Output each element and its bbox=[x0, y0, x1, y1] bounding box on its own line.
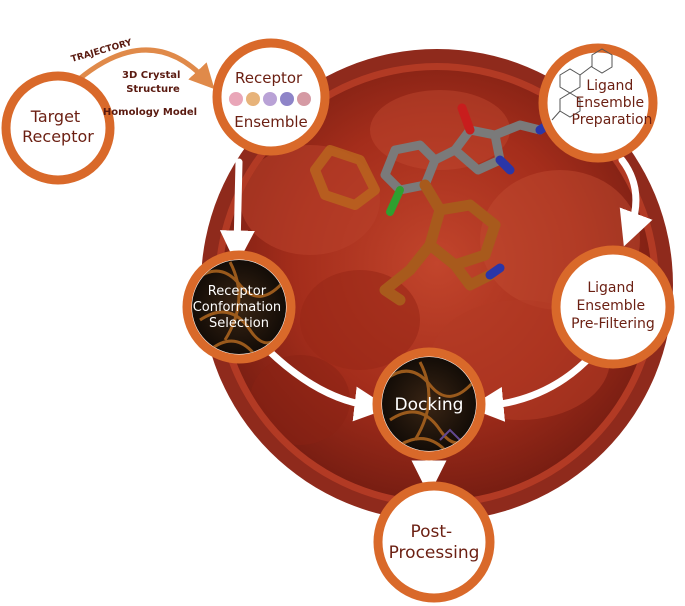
svg-text:Post- Processing: Post- Processing bbox=[389, 522, 480, 563]
node-docking: Docking bbox=[372, 347, 486, 461]
svg-text:Ligand Ensemble Pr: Ligand Ensemble Preparation bbox=[572, 78, 653, 128]
node-label-line: Receptor bbox=[235, 69, 303, 87]
node-label-line: Ensemble bbox=[576, 298, 645, 314]
node-label-line: Ensemble bbox=[575, 95, 644, 111]
node-label-line: Receptor bbox=[208, 284, 267, 299]
node-label-line: Pre-Filtering bbox=[571, 316, 655, 332]
node-target-receptor: Target Receptor bbox=[1, 71, 115, 185]
node-ligand-ensemble-prefiltering: Ligand Ensemble Pre-Filtering bbox=[551, 245, 675, 369]
flow-arrows bbox=[219, 156, 653, 496]
homology-model-label: Homology Model bbox=[103, 107, 197, 118]
node-ligand-ensemble-preparation: Ligand Ensemble Preparation bbox=[538, 43, 658, 163]
svg-text:Target Receptor: Target Receptor bbox=[22, 107, 94, 146]
node-label-line: Ligand bbox=[587, 280, 634, 296]
node-label-line: Processing bbox=[389, 543, 480, 563]
protein-ensemble-icon bbox=[229, 92, 311, 106]
node-label-line: Selection bbox=[209, 316, 269, 331]
svg-text:Ligand Ensemble Pr: Ligand Ensemble Pre-Filtering bbox=[571, 280, 655, 332]
node-receptor-ensemble: Receptor Ensemble bbox=[212, 38, 330, 156]
node-label-line: Receptor bbox=[22, 127, 94, 146]
node-label-line: Docking bbox=[395, 395, 464, 415]
svg-text:Receptor Conformation: Receptor Conformation Selection bbox=[193, 284, 286, 331]
node-label-line: Post- bbox=[410, 522, 452, 542]
node-label-line: Preparation bbox=[572, 112, 653, 128]
node-label-line: Ensemble bbox=[234, 113, 308, 131]
node-receptor-conformation-selection: Receptor Conformation Selection bbox=[182, 250, 296, 364]
node-post-processing: Post- Processing bbox=[373, 481, 495, 603]
node-label-line: Conformation bbox=[193, 300, 281, 315]
node-label-line: Ligand bbox=[586, 78, 633, 94]
chemical-structure-icon bbox=[551, 48, 613, 121]
node-label-line: Target bbox=[30, 107, 81, 126]
svg-text:Receptor Ensemble: Receptor Ensemble bbox=[234, 69, 308, 131]
trajectory-arc bbox=[76, 47, 215, 90]
crystal-structure-label: 3D Crystal Structure bbox=[122, 70, 184, 95]
